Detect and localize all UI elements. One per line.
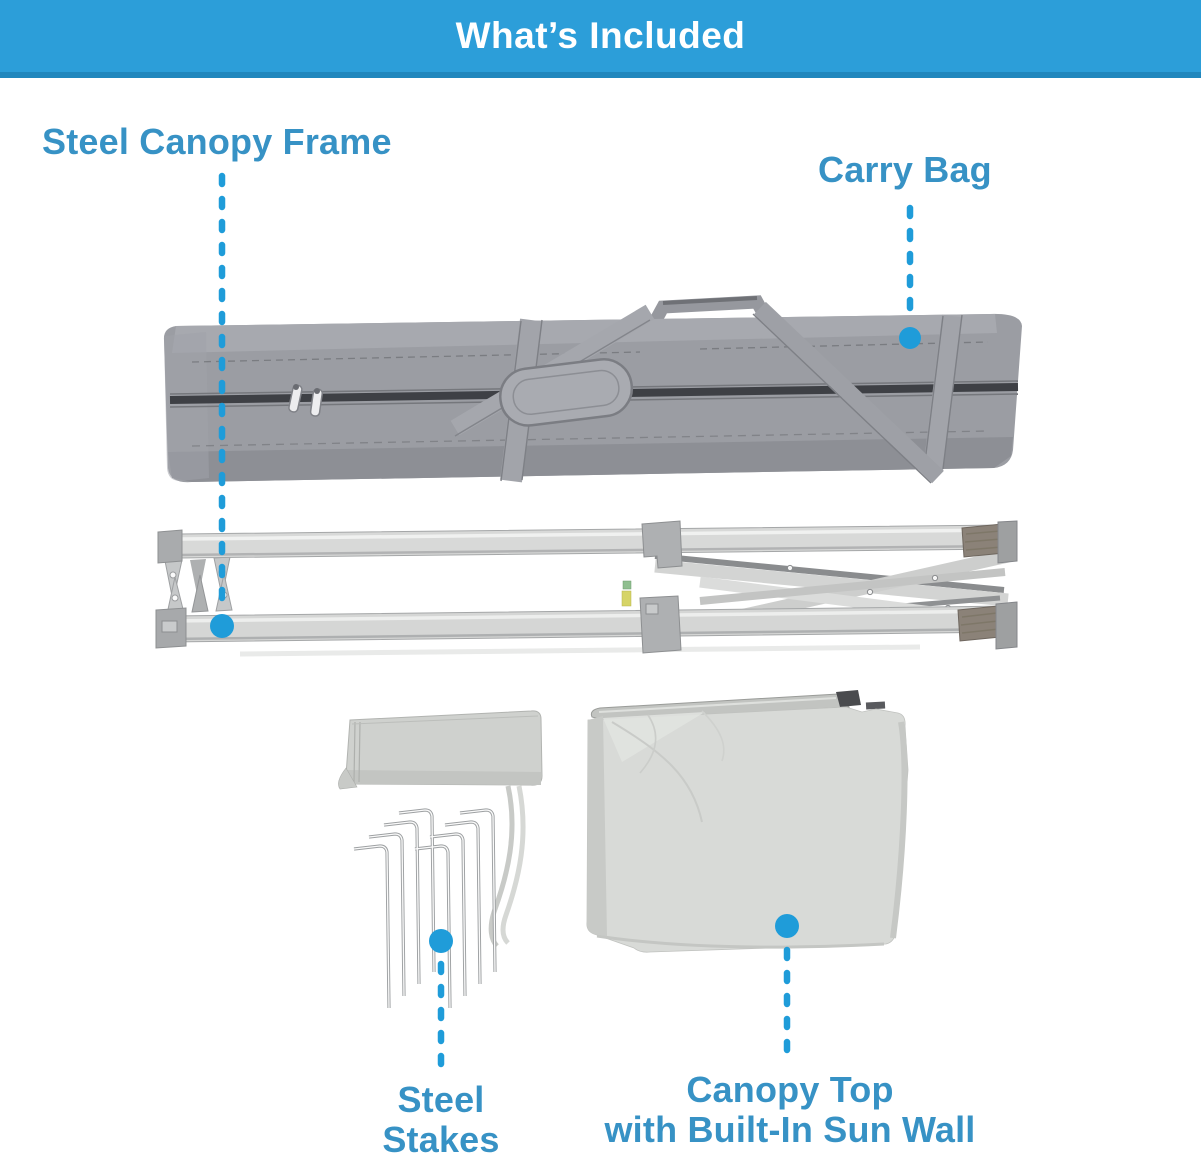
callout-canopy-top-line1: Canopy Top <box>686 1069 894 1110</box>
callout-steel-stakes-line2: Stakes <box>382 1119 500 1161</box>
carry-bag-photo <box>163 295 1022 484</box>
stakes-pouch-photo <box>338 710 543 948</box>
callout-steel-stakes-line1: Steel <box>397 1079 485 1120</box>
callout-carry-bag: Carry Bag <box>818 149 992 190</box>
callout-steel-stakes: Steel Stakes <box>330 1079 552 1161</box>
leader-steel-canopy-frame <box>210 172 234 638</box>
canopy-top-photo <box>586 690 909 953</box>
leader-steel-stakes <box>429 929 453 1080</box>
page-title: What’s Included <box>455 15 746 56</box>
canopy-frame-photo <box>155 520 1018 657</box>
callout-canopy-top-line2: with Built-In Sun Wall <box>604 1109 976 1151</box>
callout-canopy-top: Canopy Top with Built-In Sun Wall <box>568 1069 1012 1151</box>
leader-canopy-top <box>775 914 799 1064</box>
zipper-pulls <box>288 384 323 417</box>
header-bar: What’s Included <box>0 0 1201 78</box>
callout-steel-canopy-frame: Steel Canopy Frame <box>42 121 392 162</box>
leader-carry-bag <box>899 204 921 349</box>
leader-dotted-lines <box>210 172 921 1080</box>
steel-stakes-photo <box>353 808 497 1009</box>
